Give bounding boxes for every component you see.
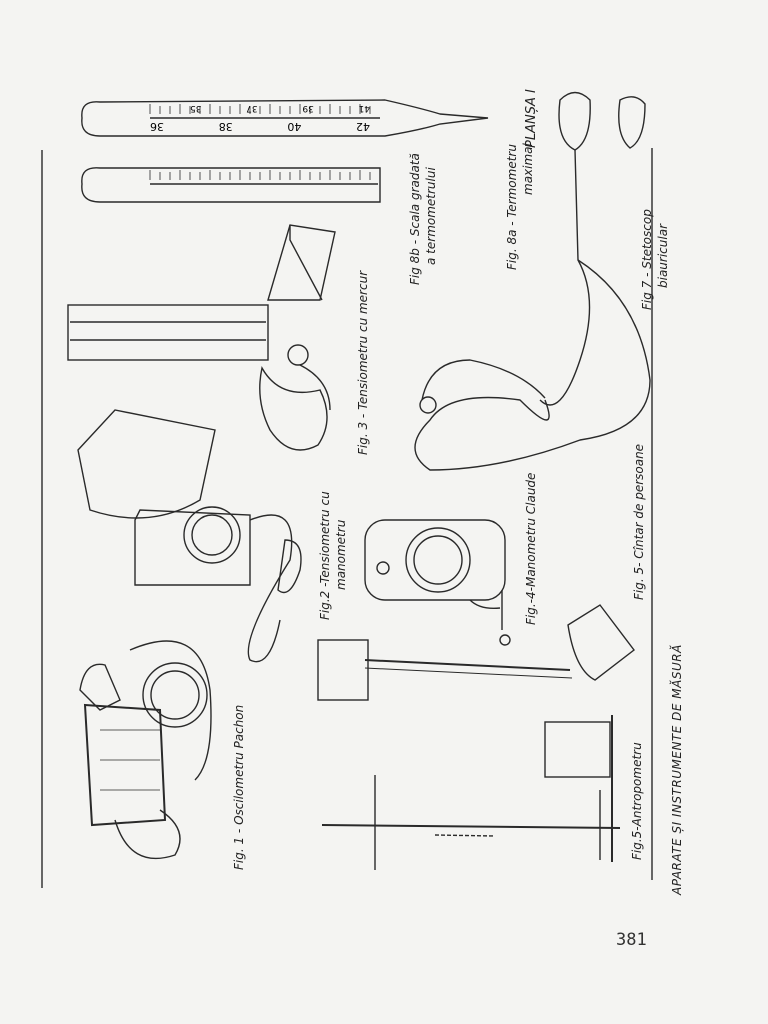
manometer-claude	[364, 519, 511, 646]
caption-fig3: Fig. 3 - Tensiometru cu mercur	[356, 270, 370, 455]
caption-fig4: Fig.-4-Manometru Claude	[524, 472, 538, 625]
caption-fig1: Fig. 1 - Oscilometru Pachon	[232, 704, 246, 870]
thermometer-top-numbers: 41 39 37 35	[190, 103, 370, 113]
thermometer-ticks	[149, 104, 371, 114]
caption-fig2-line1: Fig.2 -Tensiometru cu	[318, 491, 332, 620]
mercury-tensiometer	[67, 224, 336, 451]
thermometer-bottom-numbers: 42 40 38 36	[150, 120, 370, 133]
caption-fig2-line2: manometru	[334, 519, 348, 590]
plate-title: PLANȘA I	[524, 89, 539, 148]
oscillometer-pachon	[79, 640, 212, 860]
caption-fig5-scale: Fig. 5- Cîntar de persoane	[632, 443, 646, 600]
caption-fig8a-line2: maximal	[521, 143, 535, 195]
manometer-tensiometer	[77, 409, 302, 663]
footer-title: APARATE ȘI INSTRUMENTE DE MĂSURĂ	[670, 644, 684, 895]
anthropometer	[321, 715, 621, 870]
thermometer-maximal	[81, 99, 489, 137]
caption-fig5-antropometru: Fig.5-Antropometru	[630, 742, 644, 860]
thermometer-scale	[81, 167, 381, 203]
caption-fig8a-line1: Fig. 8a - Termometru	[505, 144, 519, 270]
caption-fig8b-line2: a termometrului	[424, 167, 438, 265]
caption-fig7-line2: biauricular	[656, 223, 670, 288]
person-scale	[317, 604, 635, 701]
caption-fig7-line1: Fig 7 - Stetoscop	[640, 209, 654, 310]
stethoscope	[414, 91, 651, 471]
caption-fig8b-line1: Fig 8b - Scala gradată	[408, 153, 422, 285]
page-number: 381	[616, 930, 647, 950]
